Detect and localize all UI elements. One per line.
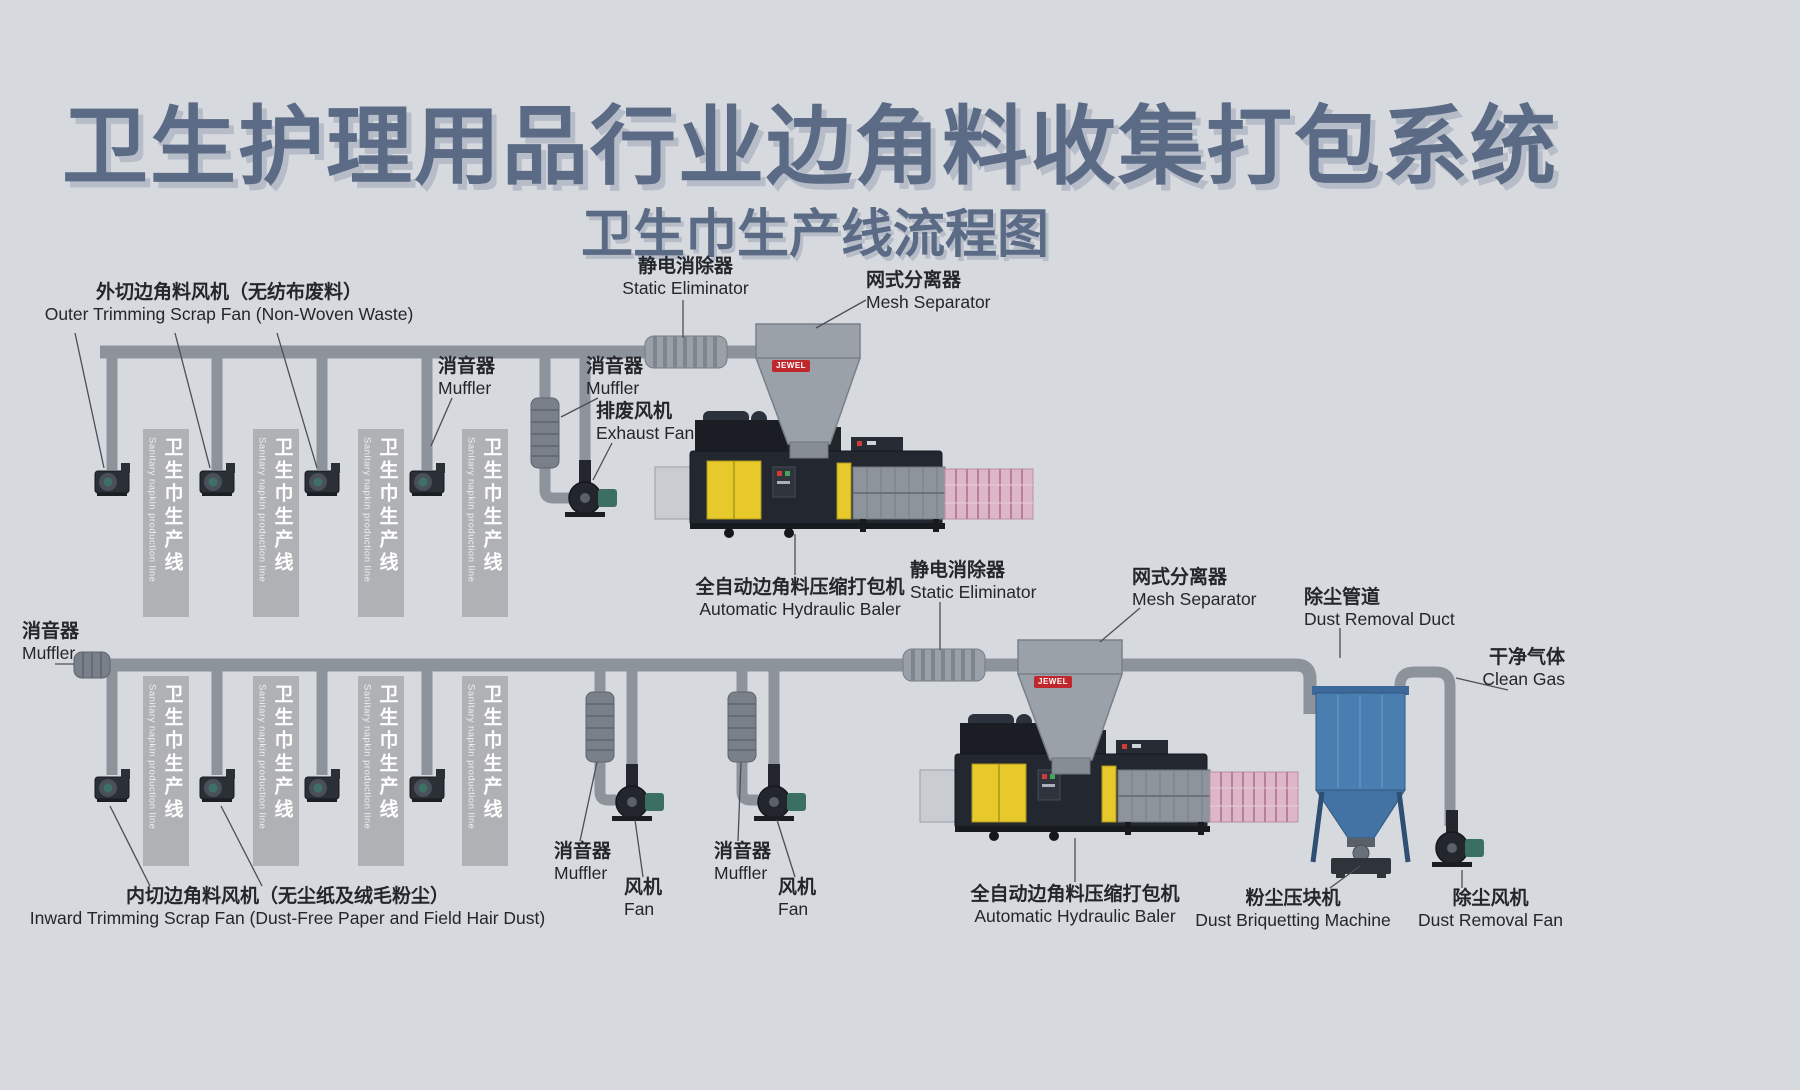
production-line-label-en: Sanitary napkin production line [256,684,268,830]
production-line-label-en: Sanitary napkin production line [465,437,477,583]
muffler-top-unit [530,397,560,469]
dust-collector-unit [1310,686,1411,878]
dust-removal-fan-unit [1431,809,1485,868]
label-clean-gas: 干净气体 Clean Gas [1482,647,1565,690]
exhaust-fan-unit [564,459,618,518]
production-line-label-en: Sanitary napkin production line [361,684,373,830]
production-line-label-en: Sanitary napkin production line [146,437,158,583]
label-muffler-bottom-1: 消音器 Muffler [554,841,612,884]
production-line-bar: Sanitary napkin production line 卫生巾生产线 [253,676,299,866]
production-line-label-en: Sanitary napkin production line [361,437,373,583]
production-line-label-zh: 卫生巾生产线 [271,684,293,822]
production-line-bar: Sanitary napkin production line 卫生巾生产线 [462,676,508,866]
production-line-label-zh: 卫生巾生产线 [480,684,502,822]
page-title: 卫生护理用品行业边角料收集打包系统 [62,99,1558,195]
production-line-label-zh: 卫生巾生产线 [376,684,398,822]
label-static-eliminator-2: 静电消除器 Static Eliminator [910,560,1037,603]
production-line-bar: Sanitary napkin production line 卫生巾生产线 [358,429,404,617]
label-fan-bottom-1: 风机 Fan [624,877,663,920]
production-line-bar: Sanitary napkin production line 卫生巾生产线 [462,429,508,617]
production-line-label-zh: 卫生巾生产线 [161,684,183,822]
production-line-label-zh: 卫生巾生产线 [480,437,502,575]
label-muffler-top-vertical: 消音器 Muffler [586,356,644,399]
label-baler-1: 全自动边角料压缩打包机 Automatic Hydraulic Baler [695,577,905,620]
label-mesh-separator-1: 网式分离器 Mesh Separator [866,270,991,313]
label-static-eliminator-1: 静电消除器 Static Eliminator [622,256,749,299]
production-line-bar: Sanitary napkin production line 卫生巾生产线 [253,429,299,617]
label-baler-2: 全自动边角料压缩打包机 Automatic Hydraulic Baler [970,884,1180,927]
label-inward-trimming-fan: 内切边角料风机（无尘纸及绒毛粉尘） Inward Trimming Scrap … [29,886,546,929]
production-line-label-zh: 卫生巾生产线 [376,437,398,575]
muffler-bottom-1-unit [585,691,615,763]
production-line-label-en: Sanitary napkin production line [146,684,158,830]
label-muffler-top-inline: 消音器 Muffler [438,356,496,399]
muffler-left-unit [73,651,111,679]
baler-2-unit [919,713,1299,842]
label-fan-bottom-2: 风机 Fan [778,877,817,920]
label-outer-trimming-fan: 外切边角料风机（无纺布废料） Outer Trimming Scrap Fan … [44,282,414,325]
production-line-label-zh: 卫生巾生产线 [161,437,183,575]
fan-bottom-1-unit [611,763,665,822]
label-muffler-bottom-2: 消音器 Muffler [714,841,772,884]
production-line-bar: Sanitary napkin production line 卫生巾生产线 [143,676,189,866]
label-muffler-left: 消音器 Muffler [22,621,80,664]
brand-logo: JEWEL [1034,676,1073,688]
production-line-bar: Sanitary napkin production line 卫生巾生产线 [358,676,404,866]
fan-bottom-2-unit [753,763,807,822]
production-line-bar: Sanitary napkin production line 卫生巾生产线 [143,429,189,617]
static-eliminator-2-unit [902,648,986,682]
page-subtitle: 卫生巾生产线流程图 [580,206,1049,264]
label-dust-removal-fan: 除尘风机 Dust Removal Fan [1418,888,1563,931]
production-line-label-en: Sanitary napkin production line [465,684,477,830]
muffler-bottom-2-unit [727,691,757,763]
production-line-label-zh: 卫生巾生产线 [271,437,293,575]
label-dust-removal-duct: 除尘管道 Dust Removal Duct [1304,587,1455,630]
callout-lines [55,299,1509,889]
label-mesh-separator-2: 网式分离器 Mesh Separator [1132,567,1257,610]
label-exhaust-fan: 排废风机 Exhaust Fan [596,401,695,444]
production-line-label-en: Sanitary napkin production line [256,437,268,583]
label-dust-briquetting-machine: 粉尘压块机 Dust Briquetting Machine [1195,888,1391,931]
brand-logo: JEWEL [772,360,811,372]
